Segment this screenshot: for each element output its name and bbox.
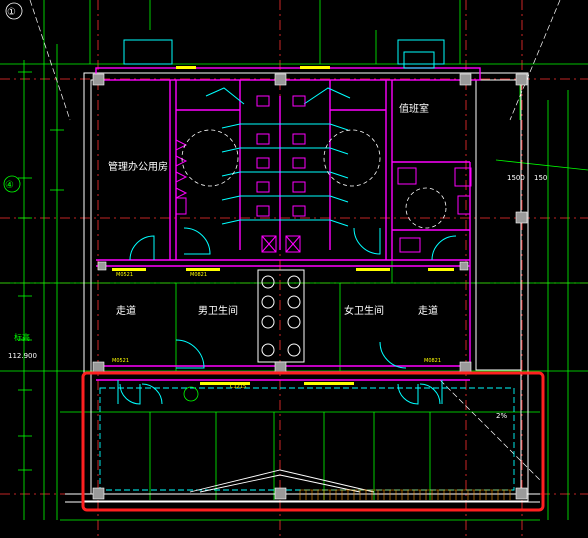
room-label-corridor-left: 走道 bbox=[116, 304, 136, 317]
door-tag: M0821 bbox=[190, 272, 207, 278]
axis-marker-label: ④ bbox=[5, 180, 14, 191]
axis-marker-label: ① bbox=[7, 7, 16, 18]
elevation-note: 112.900 bbox=[8, 352, 37, 360]
side-label: 标高 bbox=[14, 332, 30, 342]
structural-columns bbox=[92, 73, 528, 500]
room-label-womens-toilet: 女卫生间 bbox=[344, 304, 384, 317]
window-tag: C1215 bbox=[230, 384, 246, 390]
step-hatching bbox=[299, 489, 512, 500]
axis-marker-group: ① ④ bbox=[3, 2, 199, 402]
dim-label: 150 bbox=[534, 174, 547, 182]
door-swings bbox=[117, 227, 457, 405]
room-label-corridor-right: 走道 bbox=[418, 304, 438, 317]
outer-walls bbox=[65, 72, 540, 503]
axis-marker-circle bbox=[183, 386, 199, 402]
room-labels: 管理办公用房 值班室 走道 男卫生间 女卫生间 走道 bbox=[108, 102, 438, 317]
dimension-text: 112.900 标高 1500 150 2% M0521 M0821 C1215… bbox=[8, 174, 547, 420]
diagonal-guides bbox=[29, 0, 561, 481]
room-label-manager-office: 管理办公用房 bbox=[108, 160, 168, 173]
door-tag: M0521 bbox=[116, 272, 133, 278]
slope-label: 2% bbox=[496, 412, 507, 420]
ramp-lines bbox=[189, 469, 375, 493]
urinals bbox=[175, 139, 188, 215]
selection-highlight-box[interactable] bbox=[81, 371, 545, 512]
room-label-duty-room: 值班室 bbox=[399, 102, 429, 115]
wc-bowls bbox=[256, 95, 472, 253]
door-tag: M0821 bbox=[424, 358, 441, 364]
dim-label: 1500 bbox=[507, 174, 525, 182]
dimension-lines bbox=[0, 0, 588, 521]
turning-circles bbox=[181, 129, 447, 229]
toilet-stalls bbox=[123, 39, 445, 227]
room-label-mens-toilet: 男卫生间 bbox=[198, 304, 238, 317]
annotation-ticks bbox=[112, 66, 454, 385]
axis-marker-circle bbox=[3, 175, 21, 193]
left-ticks bbox=[18, 71, 64, 471]
door-tag: M0521 bbox=[112, 358, 129, 364]
wash-basins bbox=[257, 269, 305, 363]
axis-marker-circle bbox=[5, 2, 23, 20]
